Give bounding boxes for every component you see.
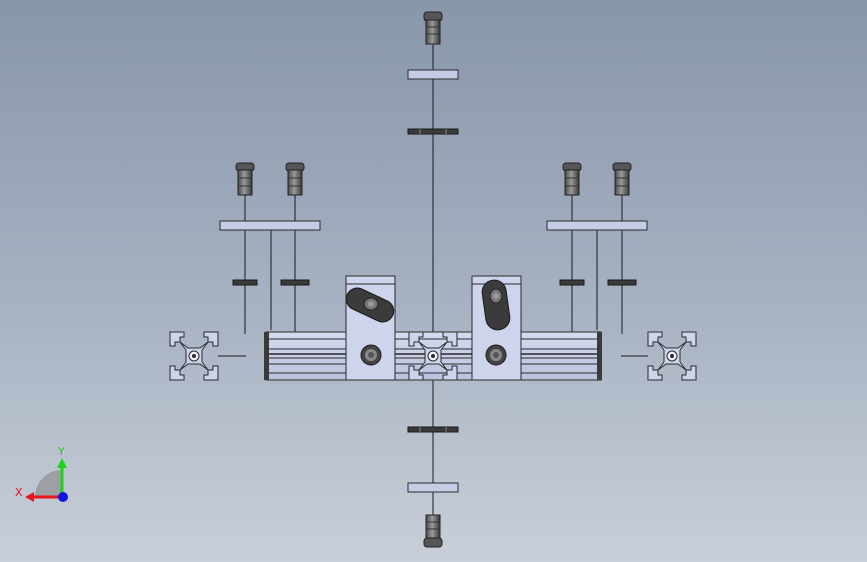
z-axis-dot: [58, 492, 68, 502]
left-bracket-slot: [345, 287, 395, 323]
bottom-center-bolt: [423, 514, 443, 548]
bottom-plate: [407, 482, 459, 493]
top-center-bolt: [423, 11, 443, 45]
axis-triad[interactable]: Y X: [15, 445, 68, 502]
right-connector-plate: [546, 220, 648, 231]
top-plate: [407, 69, 459, 80]
x-axis-label: X: [15, 486, 23, 499]
left-bolt-1: [235, 162, 255, 196]
left-t-nut-1: [232, 279, 258, 286]
right-angle-bracket: [471, 275, 522, 381]
left-t-nut-2: [280, 279, 310, 286]
y-axis-label: Y: [57, 445, 65, 458]
center-profile-section: [408, 331, 458, 381]
right-bolt-2: [612, 162, 632, 196]
top-t-nut: [407, 128, 459, 135]
y-axis-arrowhead: [57, 458, 67, 468]
left-bracket-bolt-head: [360, 344, 382, 366]
x-axis-arrowhead: [25, 492, 34, 502]
left-angle-bracket: [345, 275, 396, 381]
right-profile-section: [647, 331, 697, 381]
right-bolt-1: [562, 162, 582, 196]
left-profile-section: [169, 331, 219, 381]
right-bracket-bolt-head: [485, 344, 507, 366]
right-t-nut-1: [559, 279, 585, 286]
bottom-t-nut: [407, 426, 459, 433]
right-t-nut-2: [607, 279, 637, 286]
left-bolt-2: [285, 162, 305, 196]
left-connector-plate: [219, 220, 321, 231]
right-bracket-slot: [481, 279, 511, 331]
triad-arc: [35, 470, 62, 497]
